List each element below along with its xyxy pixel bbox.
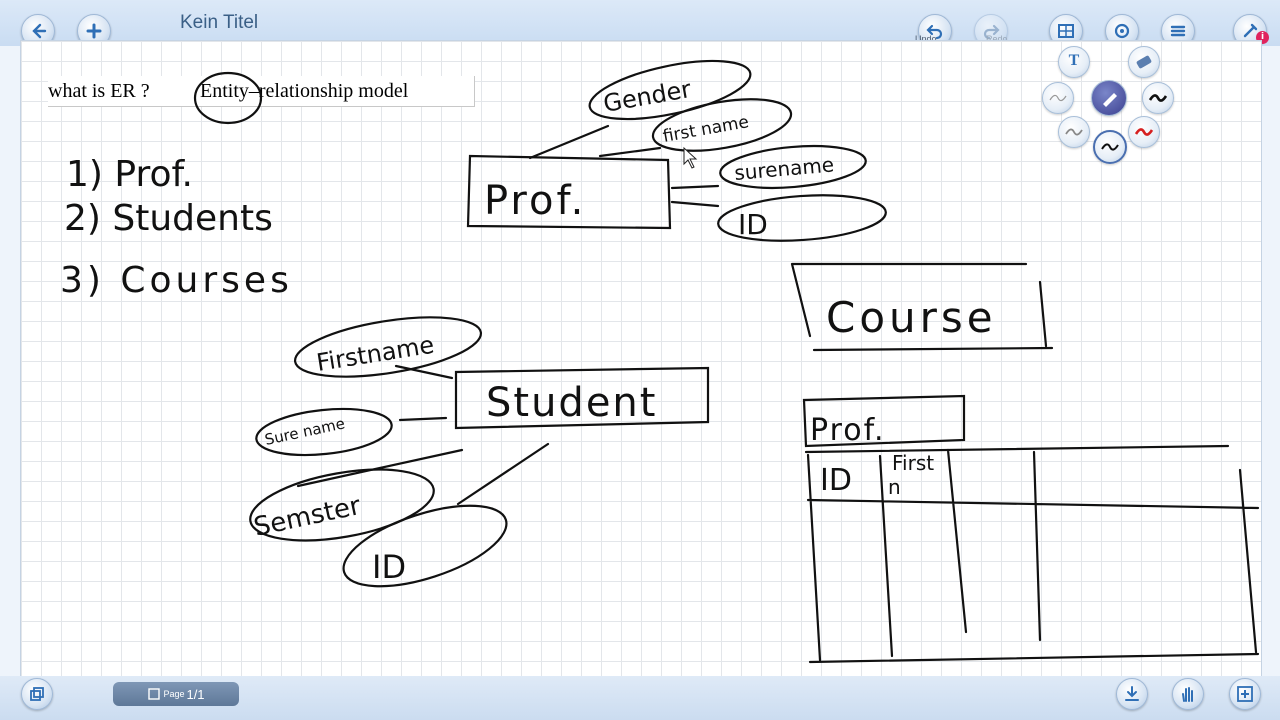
text-tool-button[interactable]: T <box>1058 46 1090 78</box>
prof-attr-surname-ellipse <box>719 144 867 190</box>
course-entity-label: Course <box>826 293 997 342</box>
student-attr-id: ID <box>372 548 406 586</box>
table-col-id: ID <box>820 463 852 498</box>
pen-thin-button[interactable] <box>1042 82 1074 114</box>
hamburger-icon <box>1170 25 1186 37</box>
undo-label: Undo <box>915 34 937 44</box>
student-attr-surname-ellipse <box>255 407 393 457</box>
student-connectors <box>296 364 550 506</box>
hand-icon <box>1182 687 1193 702</box>
student-attr-surname: Sure name <box>263 414 346 449</box>
pen-active-button[interactable] <box>1091 80 1127 116</box>
student-entity-box <box>454 366 710 430</box>
prof-attr-surname: surename <box>733 152 835 185</box>
typed-answer: Entity–relationship model <box>200 80 409 102</box>
prof-connectors <box>528 124 720 208</box>
prof-entity-box <box>466 154 672 230</box>
redo-icon <box>983 24 1000 40</box>
prof-attr-firstname: first name <box>661 112 750 147</box>
list-item-courses: 3) Courses <box>60 260 293 301</box>
undo-icon <box>926 24 943 40</box>
page-indicator[interactable]: Page 1/1 <box>113 682 239 706</box>
pen-stroke-icon <box>1101 143 1119 151</box>
prof-attr-firstname-ellipse <box>651 98 793 152</box>
import-button[interactable] <box>1116 678 1148 710</box>
prof-attr-id: ID <box>738 208 768 241</box>
share-icon <box>1114 23 1130 39</box>
eraser-icon <box>1136 55 1152 69</box>
table-col-first: First <box>892 451 934 475</box>
prof-attr-gender-ellipse <box>588 59 752 121</box>
table-title: Prof. <box>810 413 886 448</box>
tools-icon <box>1243 23 1258 38</box>
pages-icon <box>30 687 44 701</box>
whiteboard-canvas[interactable] <box>20 40 1262 678</box>
pen-stroke-icon <box>1134 128 1154 136</box>
text-tool-icon: T <box>1068 52 1080 69</box>
ink-circle-entity <box>193 71 263 125</box>
grid-view-icon <box>1058 24 1074 38</box>
arrow-left-icon <box>32 23 47 39</box>
document-title: Kein Titel <box>180 12 259 33</box>
pen-red-button[interactable] <box>1128 116 1160 148</box>
pages-overview-button[interactable] <box>21 678 53 710</box>
prof-attr-id-ellipse <box>717 194 887 242</box>
table-col-n: n <box>888 475 901 499</box>
pen-stroke-icon <box>1148 94 1168 102</box>
course-entity-box <box>790 262 1054 352</box>
page-icon <box>148 688 161 700</box>
pen-stroke-icon <box>1049 94 1067 102</box>
eraser-button[interactable] <box>1128 46 1160 78</box>
list-item-prof: 1) Prof. <box>66 154 193 195</box>
student-attr-semester: Semster <box>251 491 363 543</box>
prof-entity-label: Prof. <box>484 178 586 224</box>
pen-black-button[interactable] <box>1142 82 1174 114</box>
typed-text-box[interactable]: what is ER ? Entity–relationship model <box>48 76 475 107</box>
pen-selected-black-button[interactable] <box>1093 130 1127 164</box>
page-number: 1/1 <box>186 686 205 702</box>
zoom-in-icon <box>1237 686 1253 702</box>
student-attr-id-ellipse <box>342 504 508 588</box>
typed-question: what is ER ? <box>48 80 150 102</box>
redo-label: Redo <box>986 34 1008 44</box>
list-item-students: 2) Students <box>64 198 273 239</box>
student-attr-semester-ellipse <box>249 468 435 542</box>
zoom-button[interactable] <box>1229 678 1261 710</box>
page-word: Page <box>163 689 185 699</box>
mouse-cursor-icon <box>683 146 698 169</box>
table-title-box <box>802 394 966 448</box>
pen-gray-button[interactable] <box>1058 116 1090 148</box>
pen-icon <box>1103 93 1117 107</box>
student-entity-label: Student <box>486 380 657 426</box>
table-grid <box>804 444 1260 664</box>
student-attr-firstname-ellipse <box>293 316 483 378</box>
pen-stroke-icon <box>1065 128 1083 136</box>
hand-tool-button[interactable] <box>1172 678 1204 710</box>
download-icon <box>1125 686 1139 701</box>
plus-icon <box>86 23 102 39</box>
